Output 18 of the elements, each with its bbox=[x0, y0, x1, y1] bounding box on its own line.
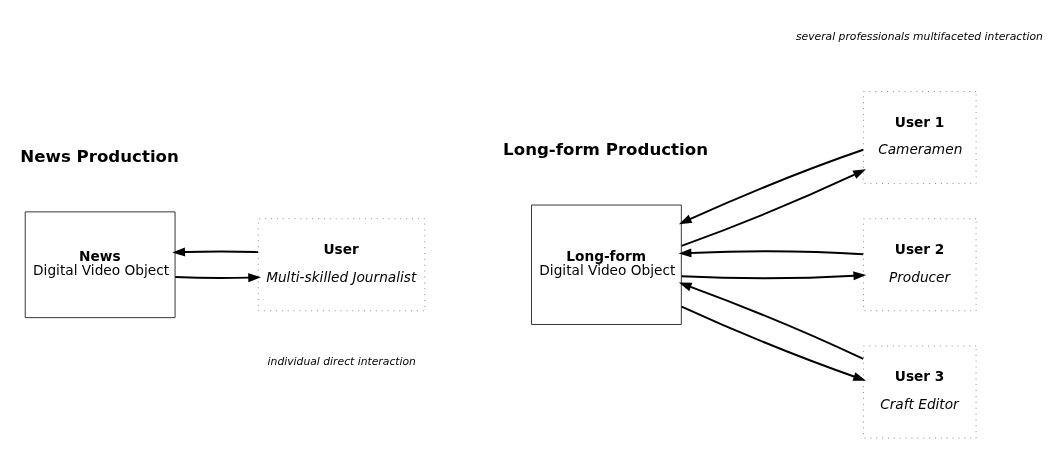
node-box: Long-form Digital Video Object bbox=[531, 204, 682, 325]
arrow bbox=[678, 248, 865, 258]
arrow bbox=[678, 148, 865, 225]
label: individual direct interaction bbox=[267, 355, 416, 369]
label: several professionals multifaceted interaction bbox=[795, 30, 1043, 44]
node-box: User 1 Cameramen bbox=[863, 90, 977, 184]
arrow bbox=[174, 273, 261, 283]
arrow bbox=[680, 169, 866, 247]
arrow bbox=[678, 282, 865, 360]
arrow bbox=[172, 247, 259, 257]
label: Long-form Production bbox=[503, 140, 709, 160]
node-box: User 2 Producer bbox=[863, 218, 977, 312]
arrow bbox=[680, 305, 867, 381]
node-box: News Digital Video Object bbox=[24, 211, 176, 319]
node-box: User 3 Craft Editor bbox=[863, 345, 977, 439]
arrow bbox=[680, 271, 867, 281]
label: News Production bbox=[20, 147, 179, 167]
node-box: User Multi-skilled Journalist bbox=[257, 218, 426, 312]
